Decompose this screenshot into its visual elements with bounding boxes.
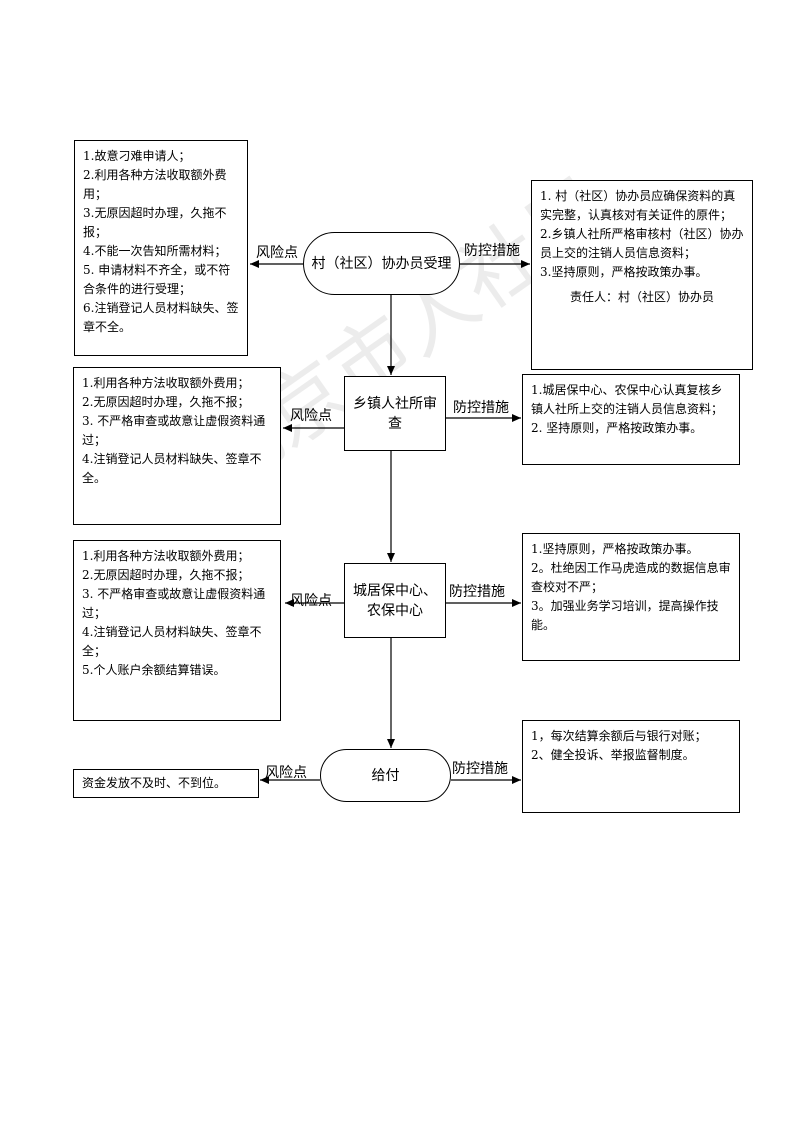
control-item: 2、健全投诉、举报监督制度。	[531, 748, 695, 762]
risk-label-3: 风险点	[290, 593, 332, 609]
risk-item: 4.不能一次告知所需材料；	[83, 244, 227, 258]
risk-item: 2.无原因超时办理，久拖不报；	[82, 568, 250, 582]
risk-item: 1.利用各种方法收取额外费用；	[82, 549, 250, 563]
control-item: 1，每次结算余额后与银行对账；	[531, 729, 707, 743]
process-node-label: 给付	[371, 767, 400, 784]
control-item: 2.乡镇人社所严格审核村（社区）协办员上交的注销人员信息资料；	[540, 227, 744, 260]
process-node-insurance-center: 城居保中心、农保中心	[344, 563, 446, 638]
control-label-1: 防控措施	[464, 243, 520, 259]
risk-item: 1.利用各种方法收取额外费用；	[82, 376, 250, 390]
control-item: 1. 村（社区）协办员应确保资料的真实完整，认真核对有关证件的原件；	[540, 189, 736, 222]
risk-item: 2.利用各种方法收取额外费用；	[83, 168, 227, 201]
control-item: 1.坚持原则，严格按政策办事。	[531, 542, 699, 556]
risk-box-3: 1.利用各种方法收取额外费用； 2.无原因超时办理，久拖不报； 3. 不严格审查…	[73, 540, 281, 721]
risk-item: 5. 申请材料不齐全，或不符合条件的进行受理；	[83, 263, 231, 296]
control-item: 1.城居保中心、农保中心认真复核乡镇人社所上交的注销人员信息资料；	[531, 383, 724, 416]
risk-item: 5.个人账户余额结算错误。	[82, 663, 226, 677]
control-box-2: 1.城居保中心、农保中心认真复核乡镇人社所上交的注销人员信息资料； 2. 坚持原…	[522, 374, 740, 465]
responsible-person: 责任人：村（社区）协办员	[569, 290, 714, 304]
control-label-4: 防控措施	[452, 761, 508, 777]
control-box-3: 1.坚持原则，严格按政策办事。 2。杜绝因工作马虎造成的数据信息审查校对不严； …	[522, 533, 740, 661]
process-node-label: 城居保中心、农保中心	[353, 582, 437, 619]
process-node-label: 村（社区）协办员受理	[311, 255, 452, 272]
risk-label-1: 风险点	[256, 245, 298, 261]
risk-box-1: 1.故意刁难申请人； 2.利用各种方法收取额外费用； 3.无原因超时办理，久拖不…	[74, 140, 248, 356]
risk-label-2: 风险点	[290, 408, 332, 424]
control-item: 3。加强业务学习培训，提高操作技能。	[531, 599, 719, 632]
risk-item: 资金发放不及时、不到位。	[82, 776, 227, 790]
process-node-payment: 给付	[320, 749, 451, 802]
risk-item: 4.注销登记人员材料缺失、签章不全。	[82, 452, 262, 485]
process-node-label: 乡镇人社所审查	[353, 395, 437, 432]
risk-item: 2.无原因超时办理，久拖不报；	[82, 395, 250, 409]
control-item: 2。杜绝因工作马虎造成的数据信息审查校对不严；	[531, 561, 731, 594]
process-node-village-acceptance: 村（社区）协办员受理	[303, 232, 460, 295]
risk-item: 6.注销登记人员材料缺失、签章不全。	[83, 301, 239, 334]
risk-item: 3. 不严格审查或故意让虚假资料通过；	[82, 414, 266, 447]
control-item: 3.坚持原则，严格按政策办事。	[540, 265, 708, 279]
control-label-2: 防控措施	[453, 400, 509, 416]
process-node-township-review: 乡镇人社所审查	[344, 376, 446, 451]
risk-item: 3.无原因超时办理，久拖不报；	[83, 206, 227, 239]
risk-item: 1.故意刁难申请人；	[83, 149, 191, 163]
risk-box-4: 资金发放不及时、不到位。	[73, 769, 259, 798]
control-item: 2. 坚持原则，严格按政策办事。	[531, 421, 703, 435]
control-label-3: 防控措施	[449, 584, 505, 600]
risk-box-2: 1.利用各种方法收取额外费用； 2.无原因超时办理，久拖不报； 3. 不严格审查…	[73, 367, 281, 525]
control-box-1: 1. 村（社区）协办员应确保资料的真实完整，认真核对有关证件的原件； 2.乡镇人…	[531, 180, 753, 370]
control-box-4: 1，每次结算余额后与银行对账； 2、健全投诉、举报监督制度。	[522, 720, 740, 813]
risk-item: 4.注销登记人员材料缺失、签章不全；	[82, 625, 262, 658]
risk-item: 3. 不严格审查或故意让虚假资料通过；	[82, 587, 266, 620]
risk-label-4: 风险点	[265, 765, 307, 781]
